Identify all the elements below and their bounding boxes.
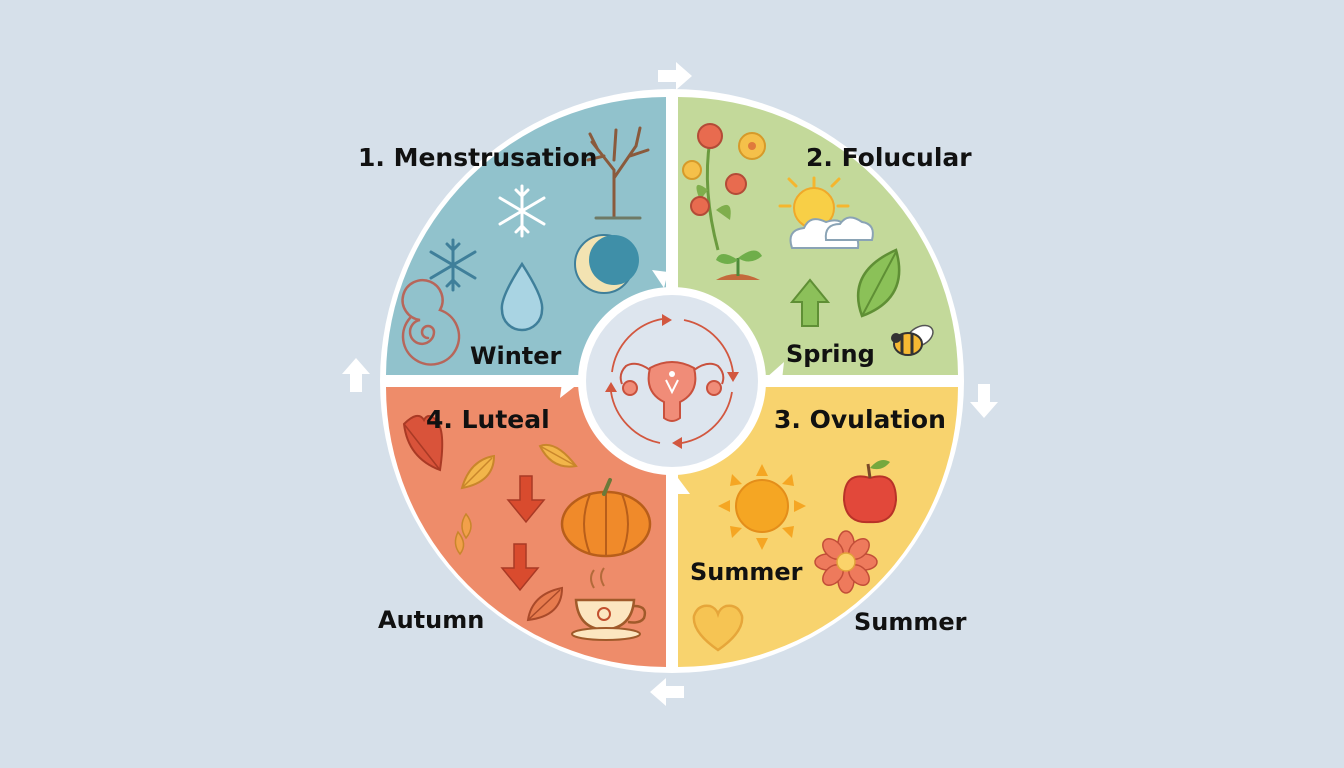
inner-arrow-icon (652, 270, 668, 288)
autumn-leaf-icon (538, 444, 578, 468)
autumn-leaf-icon (460, 454, 496, 490)
phase-label-luteal: 4. Luteal (426, 405, 550, 434)
uterus-icon (619, 361, 725, 422)
autumn-leaf-icon (402, 414, 444, 472)
heart-icon (692, 604, 744, 652)
arrow-right-icon (658, 62, 692, 90)
arrow-left-icon (650, 678, 684, 706)
leaf-icon (856, 248, 901, 318)
spiral-icon (401, 278, 461, 366)
snowflake-icon (429, 238, 477, 292)
leaf-drop-icon (454, 512, 472, 556)
snowflake-icon (498, 184, 546, 238)
inner-arrow-icon (560, 382, 578, 398)
down-arrow-icon (500, 543, 540, 592)
season-label-summer: Summer (690, 558, 803, 586)
bee-icon (891, 324, 934, 356)
apple-icon (842, 460, 898, 524)
tea-cup-icon (571, 567, 647, 641)
phase-label-menstruation: 1. Menstrusation (358, 143, 597, 172)
sun-cloud-icon (778, 176, 874, 249)
crescent-moon-icon (574, 234, 639, 294)
flower-stem-icon (682, 123, 766, 251)
quadrant-ovulation (678, 387, 958, 667)
flower-icon (814, 530, 878, 594)
sun-icon (718, 464, 806, 550)
autumn-leaf-icon (526, 586, 564, 622)
phase-label-follicular: 2. Folucular (806, 143, 972, 172)
quadrant-menstruation (386, 97, 666, 375)
outer-label-autumn: Autumn (378, 606, 484, 634)
inner-arrow-icon (766, 362, 784, 380)
cycle-arrowheads-icon (605, 314, 739, 449)
down-arrow-icon (506, 475, 546, 524)
season-label-spring: Spring (786, 340, 875, 368)
pumpkin-icon (560, 478, 652, 558)
season-label-winter: Winter (470, 342, 562, 370)
bare-tree-icon (586, 126, 650, 220)
phase-label-ovulation: 3. Ovulation (774, 405, 946, 434)
arrow-down-icon (970, 384, 998, 418)
water-drop-icon (500, 261, 544, 332)
quadrant-luteal (386, 387, 666, 667)
sprout-icon (716, 250, 762, 280)
outer-label-summer: Summer (854, 608, 967, 636)
arrow-up-icon (342, 358, 370, 392)
inner-arrow-icon (674, 478, 690, 494)
cycle-arrows-icon (610, 318, 734, 444)
up-arrow-icon (789, 278, 831, 327)
